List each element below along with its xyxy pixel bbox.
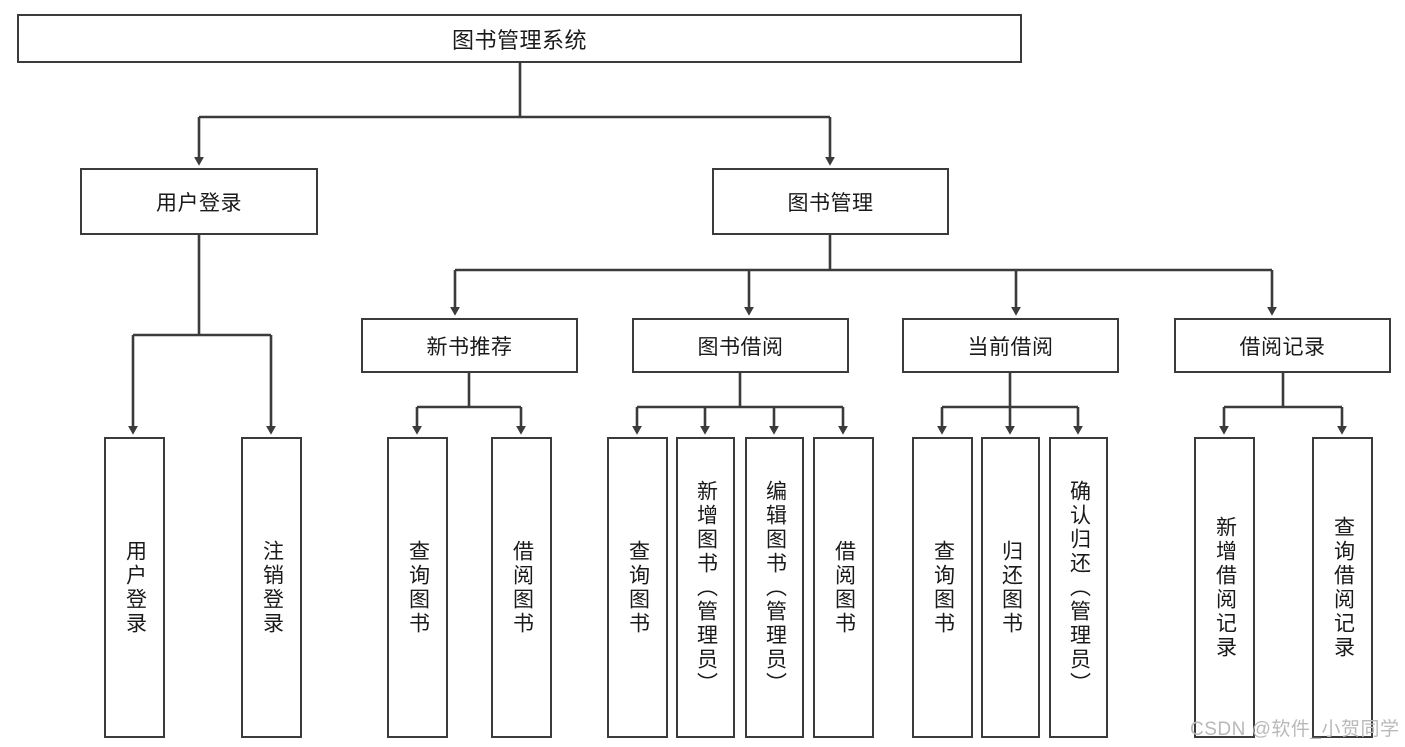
node-borrow-record[interactable]: 借阅记录 [1174,318,1391,373]
node-leaf-logout-login[interactable]: 注销登录 [241,437,302,738]
node-leaf-query-book-3[interactable]: 查询图书 [912,437,973,738]
node-leaf-borrow-book-2[interactable]: 借阅图书 [813,437,874,738]
node-leaf-query-book-3-label: 查询图书 [931,539,955,636]
node-book-management-label: 图书管理 [787,191,874,215]
node-leaf-confirm-return-label: 确认归还（管理员） [1067,479,1091,696]
node-leaf-user-login[interactable]: 用户登录 [104,437,165,738]
node-leaf-query-record-label: 查询借阅记录 [1331,515,1355,660]
node-leaf-add-record[interactable]: 新增借阅记录 [1194,437,1255,738]
node-book-borrow-label: 图书借阅 [697,335,784,359]
node-new-book-recommend[interactable]: 新书推荐 [361,318,578,373]
node-book-management[interactable]: 图书管理 [712,168,949,235]
node-leaf-edit-book[interactable]: 编辑图书（管理员） [745,437,804,738]
node-leaf-query-book-1[interactable]: 查询图书 [387,437,448,738]
node-user-login-label: 用户登录 [156,191,242,215]
node-leaf-query-book-1-label: 查询图书 [406,539,430,636]
node-book-borrow[interactable]: 图书借阅 [632,318,849,373]
node-user-login[interactable]: 用户登录 [80,168,318,235]
node-current-borrow[interactable]: 当前借阅 [902,318,1119,373]
node-leaf-add-book-label: 新增图书（管理员） [694,479,718,696]
node-leaf-add-record-label: 新增借阅记录 [1213,515,1237,660]
node-leaf-logout-login-label: 注销登录 [260,539,284,636]
node-leaf-add-book[interactable]: 新增图书（管理员） [676,437,735,738]
node-root-label: 图书管理系统 [451,27,587,53]
node-root[interactable]: 图书管理系统 [17,14,1022,63]
node-leaf-borrow-book-2-label: 借阅图书 [832,539,856,636]
node-current-borrow-label: 当前借阅 [967,335,1054,359]
node-leaf-return-book[interactable]: 归还图书 [981,437,1040,738]
node-leaf-return-book-label: 归还图书 [999,539,1023,636]
node-leaf-borrow-book-1[interactable]: 借阅图书 [491,437,552,738]
node-leaf-edit-book-label: 编辑图书（管理员） [763,479,787,696]
node-borrow-record-label: 借阅记录 [1239,335,1326,359]
node-leaf-query-book-2[interactable]: 查询图书 [607,437,668,738]
node-new-book-recommend-label: 新书推荐 [426,335,513,359]
node-leaf-query-record[interactable]: 查询借阅记录 [1312,437,1373,738]
node-leaf-borrow-book-1-label: 借阅图书 [510,539,534,636]
node-leaf-user-login-label: 用户登录 [123,539,147,636]
watermark: CSDN @软件_小贺同学 [1190,719,1400,740]
node-leaf-confirm-return[interactable]: 确认归还（管理员） [1049,437,1108,738]
node-leaf-query-book-2-label: 查询图书 [626,539,650,636]
